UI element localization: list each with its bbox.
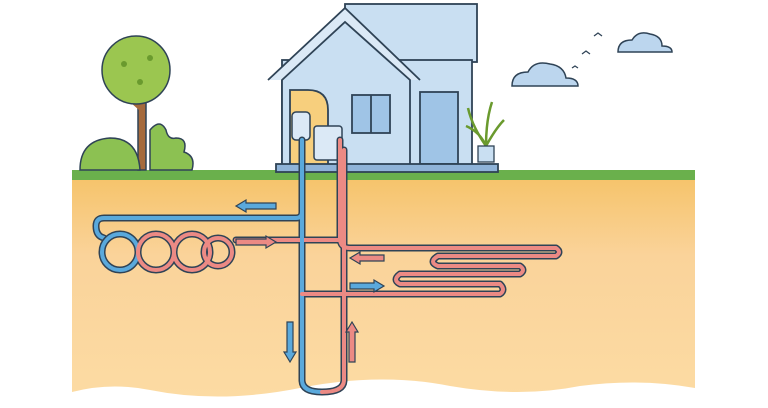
soil xyxy=(72,180,695,397)
house-icon xyxy=(267,3,499,173)
bush-icon xyxy=(79,123,194,171)
plant-icon xyxy=(465,101,505,163)
heat-pump-icon xyxy=(291,111,343,161)
arrow-icon xyxy=(234,198,386,364)
pipes xyxy=(92,136,563,396)
grass-strip xyxy=(72,170,695,180)
bird-icon xyxy=(571,32,603,69)
cloud-icon xyxy=(511,32,673,87)
tree-icon xyxy=(101,35,171,171)
